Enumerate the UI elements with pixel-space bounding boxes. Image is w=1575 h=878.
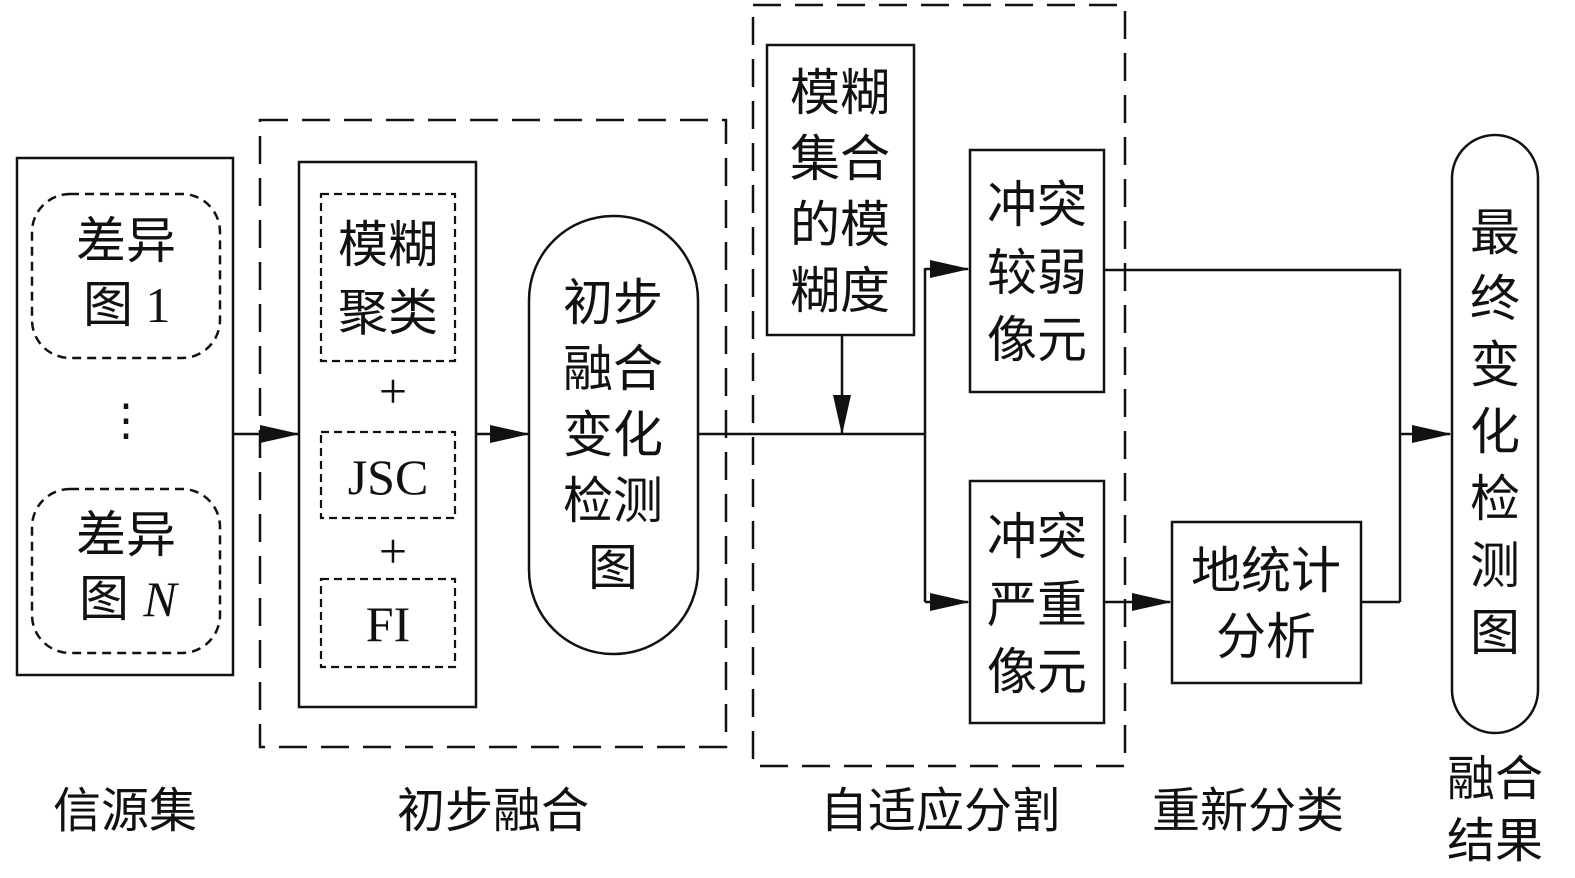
geostat-line-2: 分析 [1216, 608, 1316, 666]
weak-conflict-line-2: 较弱 [987, 244, 1087, 302]
preliminary-map-line-5: 图 [588, 539, 638, 597]
jsc-label: JSC [348, 449, 429, 505]
adaptive-segmentation-frame [751, 3, 1127, 768]
final-change-map-capsule [1450, 133, 1540, 735]
preliminary-map-line-1: 初步 [563, 274, 663, 332]
plus-sign-2: + [379, 523, 407, 579]
final-map-char-4: 化 [1470, 403, 1520, 461]
fuzzy-clustering-line2: 聚类 [338, 284, 438, 342]
preliminary-change-map-label: 初步 融合 变化 检测 图 [563, 274, 663, 597]
stage-label-fusion-result-line1: 融合 [1447, 751, 1543, 807]
weak-conflict-line-3: 像元 [987, 311, 1087, 369]
final-map-char-3: 变 [1470, 336, 1520, 394]
severe-conflict-line-1: 冲突 [987, 508, 1087, 566]
stage-label-fusion-result-line2: 结果 [1447, 813, 1543, 869]
final-map-char-7: 图 [1470, 604, 1520, 662]
difference-map-n-box [30, 487, 222, 655]
final-map-char-1: 最 [1470, 204, 1520, 262]
weak-to-merge-line [1104, 268, 1402, 602]
jsc-box [319, 430, 457, 520]
preliminary-map-line-3: 变化 [563, 406, 663, 464]
difference-map-1-line2: 图 [83, 276, 133, 334]
fuzziness-line-1: 模糊 [790, 64, 890, 122]
difference-map-1-line1: 差异 [76, 212, 176, 270]
difference-map-n-index: N [142, 571, 179, 627]
geostat-line-1: 地统计 [1191, 542, 1341, 600]
preliminary-map-line-4: 检测 [563, 472, 663, 530]
preliminary-map-line-2: 融合 [563, 340, 663, 398]
fuzzy-clustering-box [319, 192, 457, 363]
difference-map-n-line1: 差异 [76, 506, 176, 564]
fi-box [319, 577, 457, 669]
difference-map-1-index: 1 [146, 277, 171, 333]
stage-label-reclassification: 重新分类 [1152, 783, 1344, 839]
fuzzy-clustering-line1: 模糊 [338, 216, 438, 274]
fuzziness-box [765, 43, 916, 337]
difference-map-n-line2: 图 [79, 570, 129, 628]
severe-conflict-line-3: 像元 [987, 643, 1087, 701]
weak-conflict-line-1: 冲突 [987, 176, 1087, 234]
ellipsis-vertical: ⋮ [104, 395, 148, 446]
final-map-char-6: 测 [1470, 537, 1520, 595]
final-change-map-label: 最 终 变 化 检 测 图 [1470, 204, 1520, 662]
final-map-char-5: 检 [1470, 470, 1520, 528]
stage-label-preliminary-fusion: 初步融合 [397, 783, 589, 839]
severe-conflict-line-2: 严重 [987, 576, 1087, 634]
stage-label-source-set: 信源集 [53, 783, 197, 839]
fi-label: FI [366, 596, 410, 652]
fuzziness-line-2: 集合 [790, 130, 890, 188]
difference-map-1-box [30, 192, 222, 360]
fuzziness-line-3: 的模 [790, 196, 890, 254]
source-set-box [15, 156, 235, 677]
plus-sign-1: + [379, 363, 407, 419]
final-map-char-2: 终 [1470, 270, 1520, 328]
fuzziness-line-4: 糊度 [790, 262, 890, 320]
stage-label-adaptive-segmentation: 自适应分割 [820, 783, 1060, 839]
